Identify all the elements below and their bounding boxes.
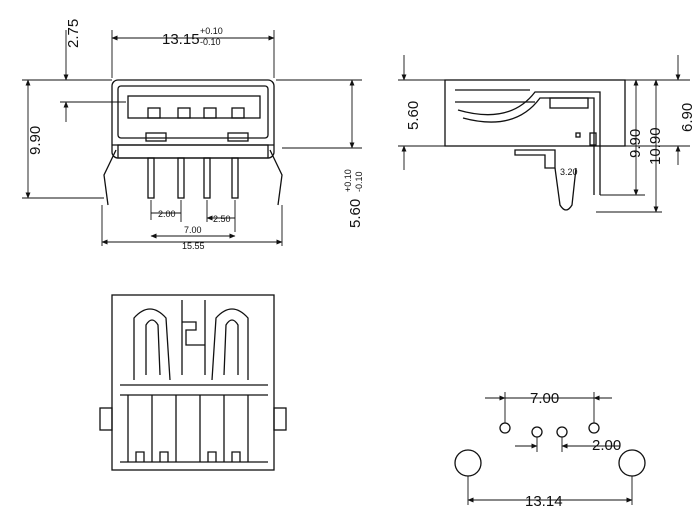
face-housing — [111, 294, 275, 471]
face-tab-left — [99, 407, 113, 431]
face-view — [99, 294, 287, 471]
pad-2 — [531, 426, 543, 438]
shield-leg-left — [103, 149, 117, 206]
pad-3 — [556, 426, 568, 438]
height-label: 9.90 — [27, 126, 44, 155]
width-label: 13.15 — [162, 31, 200, 48]
pin-2 — [177, 157, 185, 199]
side-height-a: 5.60 — [405, 101, 422, 130]
pad-4 — [588, 422, 600, 434]
front-housing — [111, 79, 275, 159]
side-spring — [457, 91, 601, 195]
side-leg — [554, 167, 577, 211]
width-tol-plus: +0.10 — [200, 26, 223, 36]
side-view: 3.20 5.60 9.90 10.90 6.90 — [398, 55, 696, 213]
front-view: 13.15 +0.10 -0.10 2.75 9.90 5.60 +0.10 -… — [22, 19, 364, 251]
contact-2 — [177, 107, 191, 119]
side-body — [444, 79, 626, 147]
contact-3 — [203, 107, 217, 119]
right-tol-plus: +0.10 — [343, 169, 353, 192]
pitch-label: 2.00 — [158, 209, 176, 219]
slot-right — [227, 132, 249, 142]
front-base — [117, 144, 269, 159]
pad-1 — [499, 422, 511, 434]
contact-1 — [147, 107, 161, 119]
fp-pitch-label: 2.00 — [592, 437, 621, 454]
face-loop-right-outer — [211, 308, 249, 381]
pin-1 — [147, 157, 155, 199]
face-latch — [181, 300, 206, 375]
face-tab-right — [273, 407, 287, 431]
span-label: 7.00 — [184, 225, 202, 235]
right-height-label: 5.60 — [347, 199, 364, 228]
fp-span-label: 7.00 — [530, 390, 559, 407]
side-foot — [514, 149, 556, 169]
footprint-view: 7.00 2.00 13.14 — [454, 390, 646, 510]
contact-4 — [231, 107, 245, 119]
pin-4 — [231, 157, 239, 199]
overall-label: 15.55 — [182, 241, 205, 251]
side-height-b: 9.90 — [627, 129, 644, 158]
small-label: 3.20 — [560, 167, 578, 177]
mount-hole-left — [454, 449, 482, 477]
side-height-d: 6.90 — [679, 103, 696, 132]
mount-hole-right — [618, 449, 646, 477]
shield-leg-right — [269, 149, 283, 206]
side-window — [549, 97, 589, 109]
top-offset-label: 2.75 — [65, 19, 82, 48]
front-opening — [117, 85, 269, 139]
width-tol-minus: -0.10 — [200, 37, 221, 47]
face-loop-left-outer — [133, 308, 171, 381]
front-tongue — [127, 95, 261, 119]
right-tol-minus: -0.10 — [354, 171, 364, 192]
pin-3 — [203, 157, 211, 199]
slot-left — [145, 132, 167, 142]
fp-width-label: 13.14 — [525, 493, 563, 510]
pitch2-label: 2.50 — [213, 214, 231, 224]
